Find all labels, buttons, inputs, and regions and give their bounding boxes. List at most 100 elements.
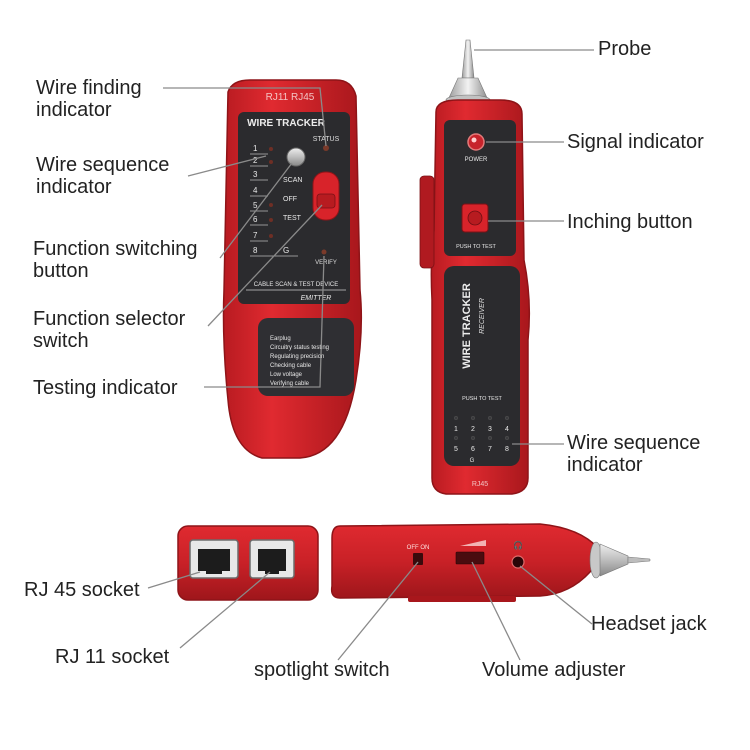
emitter-num-6: 6 [253,215,258,224]
receiver-num-3: 3 [488,426,492,433]
emitter-test-label: TEST [283,215,302,222]
leader-testing [204,255,325,388]
leader-rj11 [179,571,271,649]
feature-3: Checking cable [270,363,312,369]
emitter-num-1: 1 [253,144,258,153]
receiver-num-6: 6 [471,446,475,453]
callout-wire-sequence-right-text: Wire sequence indicator [567,432,701,476]
receiver-num-1: 1 [454,426,458,433]
callout-spotlight-switch: spotlight switch [254,659,390,681]
wire-finding-led [323,145,329,151]
volume-adjuster[interactable] [455,551,485,565]
callout-wire-sequence-indicator-left: Wire sequence indicator [36,154,169,198]
callout-volume-text: Volume adjuster [482,659,626,681]
callout-inching-button: Inching button [567,211,693,233]
callout-function-selector-text: Function selector switch [33,308,186,352]
receiver-push-to-test-top: PUSH TO TEST [456,244,496,250]
receiver-wire-numbers: 1 2 3 4 5 6 7 8 G [454,426,509,464]
function-selector-knob[interactable] [316,193,336,209]
testing-indicator-led [321,249,327,255]
emitter-off-label: OFF [283,196,297,203]
receiver-title: WIRE TRACKER [461,283,473,369]
emitter-status-label: STATUS [313,136,340,143]
side-probe-cone [599,543,629,577]
callout-testing-indicator: Testing indicator [33,377,178,399]
callout-rj45-text: RJ 45 socket [24,579,140,601]
callout-wire-sequence-left-text: Wire sequence indicator [36,154,170,198]
leader-rj45 [147,571,201,589]
emitter-label: EMITTER [301,295,332,302]
receiver-push-to-test-bottom: PUSH TO TEST [462,396,502,402]
wire-sequence-leds-right [453,415,510,441]
receiver-side-view: OFF ON 🎧 [330,523,651,602]
callout-wire-finding-indicator: Wire finding indicator [36,77,142,121]
volume-wedge [460,540,486,546]
rj11-socket-clip [265,566,279,574]
emitter-socket-end [177,525,319,601]
emitter-num-2: 2 [253,156,258,165]
callout-probe-text: Probe [598,38,652,60]
rj45-socket-clip [206,566,222,574]
receiver-num-7: 7 [488,446,492,453]
emitter-num-5: 5 [253,201,258,210]
leader-function-selector [207,204,323,327]
receiver-num-5: 5 [454,446,458,453]
callout-rj11-text: RJ 11 socket [55,646,170,668]
feature-1: Circuitry status testing [270,345,329,351]
rj11-socket-hole [258,549,286,571]
feature-5: Verifying cable [270,381,310,387]
headset-jack[interactable] [511,555,525,569]
callout-function-selector-switch: Function selector switch [33,308,185,352]
feature-0: Earplug [270,336,291,342]
side-probe-tip [627,556,651,564]
callout-function-switching-text: Function switching button [33,238,198,282]
leader-wire-finding [163,87,327,147]
receiver-num-g: G [470,458,475,464]
receiver-device: POWER PUSH TO TEST WIRE TRACKER RECEIVER… [419,39,531,495]
callout-headset-text: Headset jack [591,613,707,635]
side-view-clip [408,596,516,602]
callout-testing-text: Testing indicator [33,377,178,399]
receiver-subtitle: RECEIVER [479,298,486,334]
callout-probe: Probe [598,38,651,60]
function-switching-button[interactable] [286,147,306,167]
emitter-num-8: 8 [253,246,258,255]
emitter-top-text: RJ11 RJ45 [266,92,315,103]
emitter-device: RJ11 RJ45 WIRE TRACKER STATUS 1 2 3 4 5 … [222,79,363,459]
feature-4: Low voltage [270,372,303,378]
callout-function-switching-button: Function switching button [33,238,216,282]
rj45-socket-hole [198,549,230,571]
receiver-num-8: 8 [505,446,509,453]
inching-button-cap[interactable] [467,210,483,226]
headset-icon: 🎧 [513,540,523,550]
leader-lines [147,49,594,661]
wire-sequence-leds-left [269,147,273,238]
callout-volume-adjuster: Volume adjuster [482,659,625,681]
emitter-verify-label: VERIFY [315,260,337,266]
emitter-num-7: 7 [253,231,258,240]
receiver-num-2: 2 [471,426,475,433]
emitter-number-underlines [250,153,298,257]
emitter-feature-list: Earplug Circuitry status testing Regulat… [270,336,329,387]
receiver-lower-panel [444,266,520,466]
receiver-bottom-text: RJ45 [472,481,488,488]
callout-wire-finding-text: Wire finding indicator [36,77,142,121]
emitter-scan-label: SCAN [283,177,302,184]
emitter-title: WIRE TRACKER [247,118,326,129]
callout-signal-indicator: Signal indicator [567,131,704,153]
signal-indicator-led [467,133,485,151]
probe-tip [461,39,475,79]
leader-headset [519,565,593,625]
spotlight-switch[interactable] [413,553,423,565]
leader-spotlight [337,561,419,661]
emitter-wire-numbers: 1 2 3 4 5 6 7 8 G [253,144,289,255]
receiver-power-label: POWER [465,157,488,163]
callout-rj11-socket: RJ 11 socket [55,646,169,668]
feature-2: Regulating precision [270,354,324,360]
callout-headset-jack: Headset jack [591,613,707,635]
emitter-num-g: G [283,246,289,255]
callout-wire-sequence-indicator-right: Wire sequence indicator [567,432,700,476]
leader-volume [471,561,521,661]
callout-inching-text: Inching button [567,211,693,233]
